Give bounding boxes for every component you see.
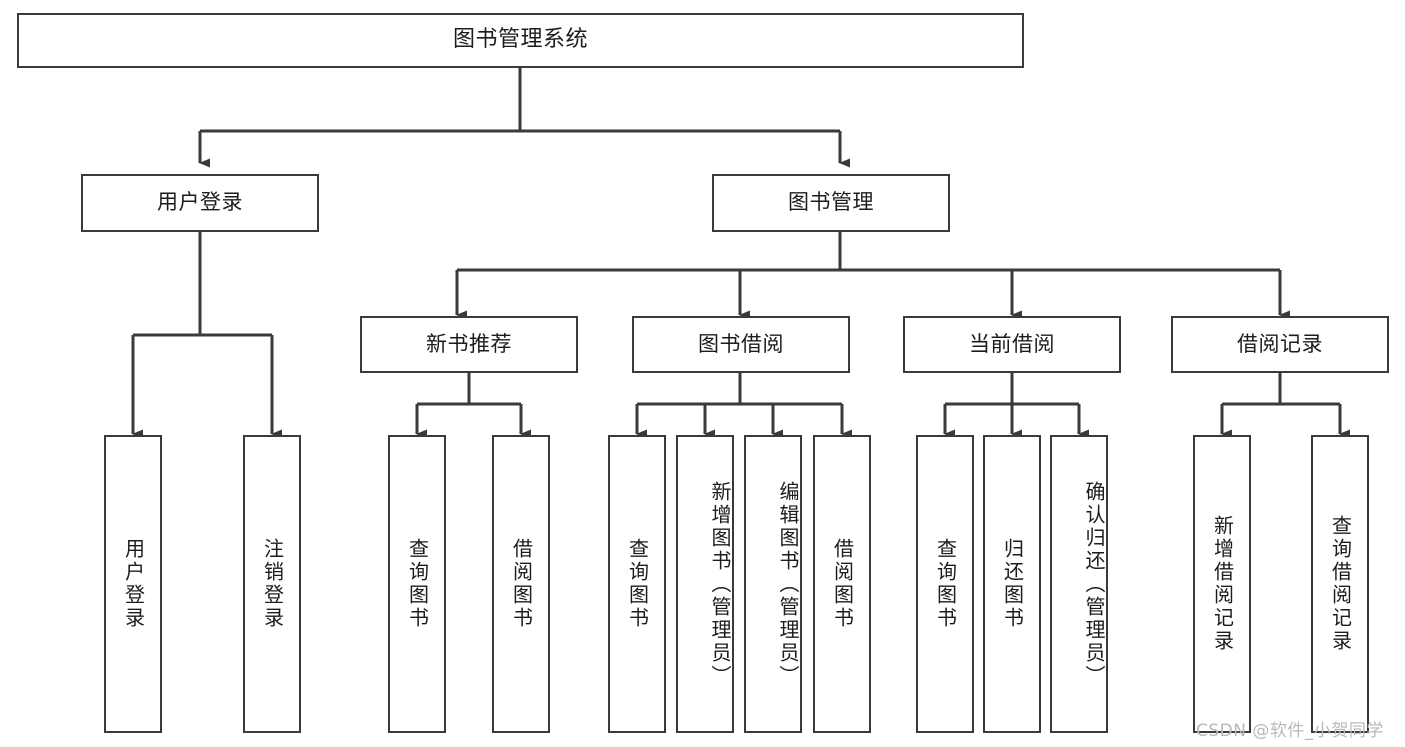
leaf-query-book-recommend[interactable]: 查询图书 [388,435,446,733]
leaf-return-book[interactable]: 归还图书 [983,435,1041,733]
leaf-borrow-book-recommend[interactable]: 借阅图书 [492,435,550,733]
leaf-query-borrow-record[interactable]: 查询借阅记录 [1311,435,1369,733]
csdn-watermark: CSDN @软件_小贺同学 [1196,721,1384,741]
leaf-logout[interactable]: 注销登录 [243,435,301,733]
node-current-borrow[interactable]: 当前借阅 [903,316,1121,373]
node-book-management[interactable]: 图书管理 [712,174,950,232]
node-borrow-record[interactable]: 借阅记录 [1171,316,1389,373]
leaf-query-book-current[interactable]: 查询图书 [916,435,974,733]
leaf-edit-book-admin[interactable]: 编辑图书（管理员） [744,435,802,733]
leaf-query-book-borrow[interactable]: 查询图书 [608,435,666,733]
leaf-add-borrow-record[interactable]: 新增借阅记录 [1193,435,1251,733]
leaf-confirm-return-admin[interactable]: 确认归还（管理员） [1050,435,1108,733]
node-root-library-management-system[interactable]: 图书管理系统 [17,13,1024,68]
leaf-add-book-admin[interactable]: 新增图书（管理员） [676,435,734,733]
node-user-login[interactable]: 用户登录 [81,174,319,232]
node-book-borrow[interactable]: 图书借阅 [632,316,850,373]
node-new-book-recommend[interactable]: 新书推荐 [360,316,578,373]
leaf-user-login[interactable]: 用户登录 [104,435,162,733]
leaf-borrow-book[interactable]: 借阅图书 [813,435,871,733]
